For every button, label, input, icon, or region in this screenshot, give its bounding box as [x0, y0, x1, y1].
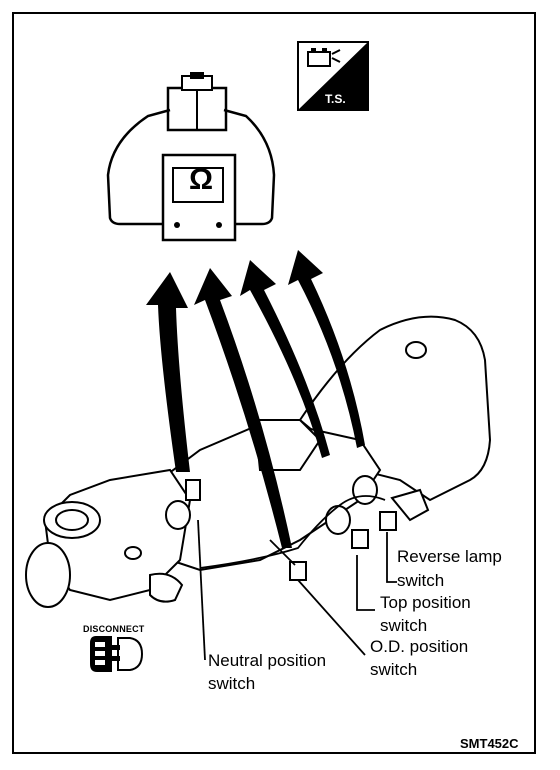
measurement-arrows — [146, 250, 365, 548]
battery-disconnect-icon — [307, 48, 341, 67]
neutral-position-label-line2: switch — [208, 674, 256, 693]
reverse-lamp-label-line1: Reverse lamp — [397, 547, 502, 566]
figure-border — [12, 12, 536, 754]
neutral-position-label-line1: Neutral position — [208, 651, 327, 670]
leader-lines — [197, 519, 397, 661]
disconnect-label: DISCONNECT — [83, 624, 145, 634]
top-position-label-line1: Top position — [380, 593, 471, 612]
ohm-symbol: Ω — [188, 163, 214, 196]
figure-code: SMT452C — [460, 736, 519, 751]
top-position-label-line2: switch — [380, 616, 428, 635]
ohmmeter — [106, 72, 276, 242]
od-position-label-line1: O.D. position — [370, 637, 469, 656]
od-position-label-line2: switch — [370, 660, 418, 679]
ts-badge — [297, 41, 369, 111]
reverse-lamp-label-line2: switch — [397, 571, 445, 590]
ts-badge-text: T.S. — [325, 92, 346, 106]
